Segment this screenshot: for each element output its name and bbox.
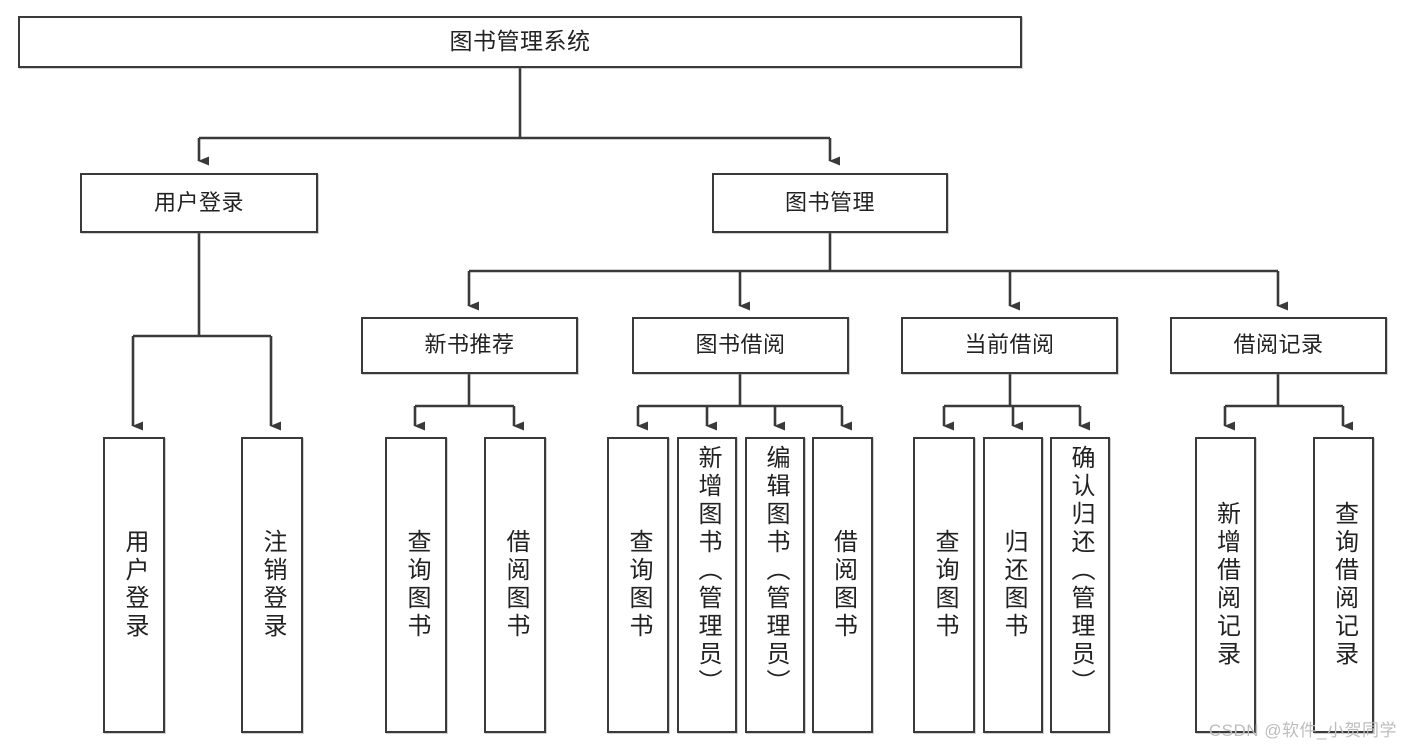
node-label: 用户登录 [121, 529, 148, 641]
leaf-query-book-2[interactable]: 查询图书 [607, 437, 669, 733]
watermark-text: CSDN @软件_小贺同学 [1208, 721, 1397, 740]
node-borrow-record[interactable]: 借阅记录 [1170, 317, 1387, 374]
node-label: 新书推荐 [424, 332, 515, 358]
node-label: 查询图书 [625, 529, 652, 641]
node-label: 新增借阅记录 [1212, 501, 1240, 669]
node-label: 查询借阅记录 [1330, 501, 1358, 669]
leaf-logout[interactable]: 注销登录 [241, 437, 303, 733]
leaf-borrow-book-1[interactable]: 借阅图书 [484, 437, 546, 733]
node-label: 查询图书 [931, 529, 958, 641]
leaf-add-record[interactable]: 新增借阅记录 [1195, 437, 1256, 733]
node-label: 借阅图书 [502, 529, 529, 641]
leaf-return-book[interactable]: 归还图书 [983, 437, 1043, 733]
leaf-query-book-1[interactable]: 查询图书 [385, 437, 447, 733]
leaf-confirm-return[interactable]: 确认归还（管理员） [1050, 437, 1110, 733]
node-label: 归还图书 [1000, 529, 1027, 641]
leaf-query-book-3[interactable]: 查询图书 [913, 437, 975, 733]
node-label: 借阅图书 [829, 529, 857, 641]
leaf-query-record[interactable]: 查询借阅记录 [1313, 437, 1374, 733]
node-root-system[interactable]: 图书管理系统 [18, 16, 1022, 68]
node-label: 图书管理 [784, 189, 875, 215]
node-current-borrow[interactable]: 当前借阅 [901, 317, 1118, 374]
node-label: 确认归还（管理员） [1067, 445, 1094, 697]
leaf-borrow-book-2[interactable]: 借阅图书 [812, 437, 873, 733]
node-label: 借阅记录 [1233, 332, 1324, 358]
node-label: 编辑图书（管理员） [762, 445, 789, 697]
leaf-edit-book[interactable]: 编辑图书（管理员） [745, 437, 805, 733]
node-user-login[interactable]: 用户登录 [80, 173, 318, 233]
node-book-manage[interactable]: 图书管理 [712, 173, 948, 233]
node-label: 注销登录 [259, 529, 286, 641]
node-label: 查询图书 [403, 529, 430, 641]
node-label: 新增图书（管理员） [694, 445, 721, 697]
node-label: 当前借阅 [964, 332, 1055, 358]
node-book-borrow[interactable]: 图书借阅 [632, 317, 849, 374]
node-label: 用户登录 [153, 189, 244, 215]
leaf-add-book[interactable]: 新增图书（管理员） [677, 437, 737, 733]
node-new-book-rec[interactable]: 新书推荐 [361, 317, 578, 374]
node-label: 图书借阅 [695, 332, 786, 358]
leaf-user-login[interactable]: 用户登录 [103, 437, 165, 733]
node-label: 图书管理系统 [449, 28, 591, 55]
